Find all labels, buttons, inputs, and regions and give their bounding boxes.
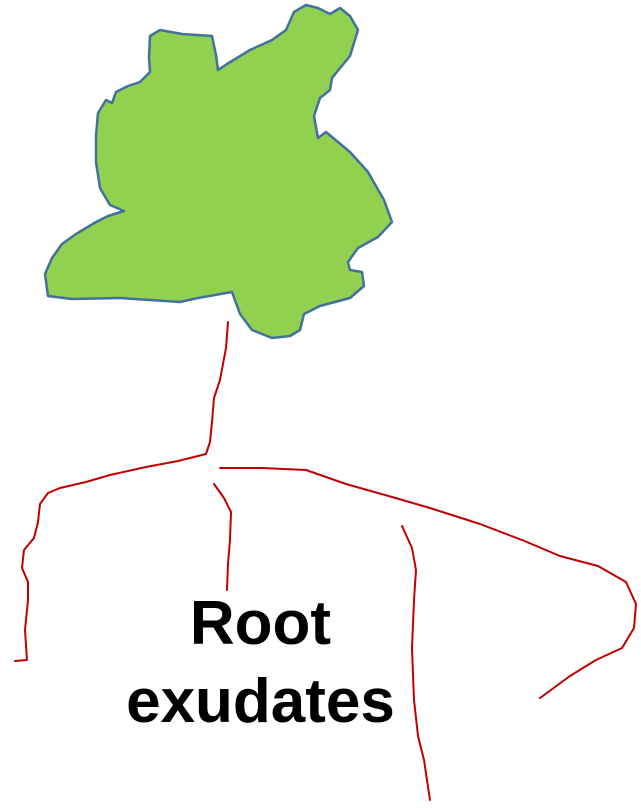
label-line-2: exudates (88, 663, 433, 741)
root-branch-middle (214, 484, 231, 590)
taproot-line (206, 322, 228, 454)
plant-canopy-shape (45, 5, 392, 338)
root-exudates-label: Root exudates (88, 585, 433, 741)
label-line-1: Root (88, 585, 433, 663)
